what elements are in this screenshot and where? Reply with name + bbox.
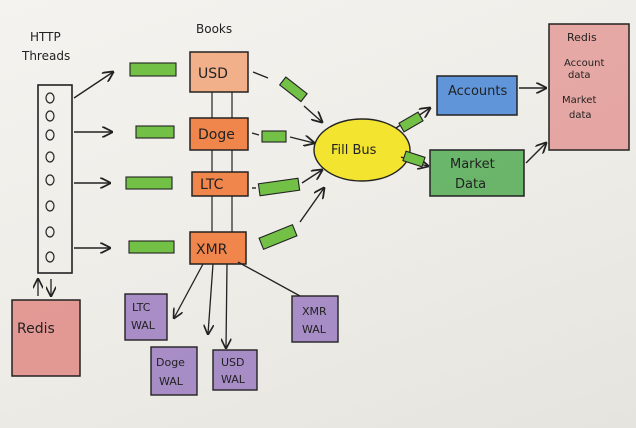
queue-to-market xyxy=(402,150,426,168)
redis-right-box: Redis Account data Market data xyxy=(548,23,630,151)
book-ltc-label: LTC xyxy=(200,177,224,193)
usd-wal-line1: USD xyxy=(221,356,245,369)
fill-bus-label: Fill Bus xyxy=(331,143,377,158)
usd-wal: USD WAL xyxy=(212,349,258,391)
input-queues xyxy=(125,62,177,254)
queue-doge-out xyxy=(261,130,287,143)
redis-left-label: Redis xyxy=(17,321,55,337)
queue-to-accounts xyxy=(398,111,424,133)
wal-arrows xyxy=(174,261,301,348)
fill-bus: Fill Bus xyxy=(313,118,411,182)
redis-right-account: Account xyxy=(564,58,604,69)
redis-right-account-data: data xyxy=(568,70,591,81)
doge-wal: Doge WAL xyxy=(150,346,198,396)
xmr-wal-line2: WAL xyxy=(302,323,327,336)
thread-slot xyxy=(45,251,55,263)
market-data-label-line1: Market xyxy=(450,157,495,172)
book-doge: Doge xyxy=(189,117,249,151)
market-data-label-line2: Data xyxy=(455,177,486,192)
http-title-line2: Threads xyxy=(21,49,70,63)
usd-wal-line2: WAL xyxy=(221,373,246,386)
http-redis-arrows xyxy=(38,279,51,296)
queue-xmr xyxy=(128,240,175,254)
thread-slot xyxy=(45,110,55,122)
queue-xmr-out xyxy=(258,223,298,251)
xmr-wal-line1: XMR xyxy=(302,305,327,318)
book-doge-label: Doge xyxy=(198,127,235,143)
xmr-wal: XMR WAL xyxy=(291,295,339,343)
http-threads-column xyxy=(37,84,73,274)
ltc-wal-line2: WAL xyxy=(131,319,156,332)
redis-right-market: Market xyxy=(562,95,596,106)
book-ltc: LTC xyxy=(191,171,249,197)
queue-doge xyxy=(135,125,175,139)
queue-usd xyxy=(129,62,177,77)
market-data-box: Market Data xyxy=(429,149,525,197)
books-title: Books xyxy=(196,22,232,36)
redis-right-title: Redis xyxy=(567,31,597,44)
redis-right-arrows xyxy=(519,88,546,164)
queue-ltc xyxy=(125,176,173,190)
accounts-box: Accounts xyxy=(436,75,518,116)
ltc-wal: LTC WAL xyxy=(124,293,168,341)
thread-slot xyxy=(45,129,55,141)
thread-slot xyxy=(45,226,55,238)
http-title-line1: HTTP xyxy=(30,30,61,44)
queue-usd-out xyxy=(278,76,308,103)
redis-right-market-data: data xyxy=(569,110,592,121)
thread-slot xyxy=(45,200,55,212)
thread-slot xyxy=(45,92,55,104)
accounts-label: Accounts xyxy=(448,84,507,99)
thread-slot xyxy=(45,174,55,186)
book-usd: USD xyxy=(189,51,249,93)
queue-ltc-out xyxy=(257,177,301,197)
usd-out-dash xyxy=(252,71,269,79)
fill-bus-arrows xyxy=(289,105,324,223)
book-spine-lines xyxy=(211,92,233,232)
thread-arrows xyxy=(73,72,113,248)
book-usd-label: USD xyxy=(198,66,228,82)
doge-wal-line1: Doge xyxy=(156,356,185,369)
doge-out-dash xyxy=(251,132,260,136)
ltc-wal-line1: LTC xyxy=(132,301,151,314)
thread-slot xyxy=(45,151,55,163)
book-xmr: XMR xyxy=(189,231,247,265)
redis-left-box: Redis xyxy=(11,299,81,377)
book-xmr-label: XMR xyxy=(196,242,228,258)
doge-wal-line2: WAL xyxy=(159,375,184,388)
output-queues xyxy=(251,71,308,251)
